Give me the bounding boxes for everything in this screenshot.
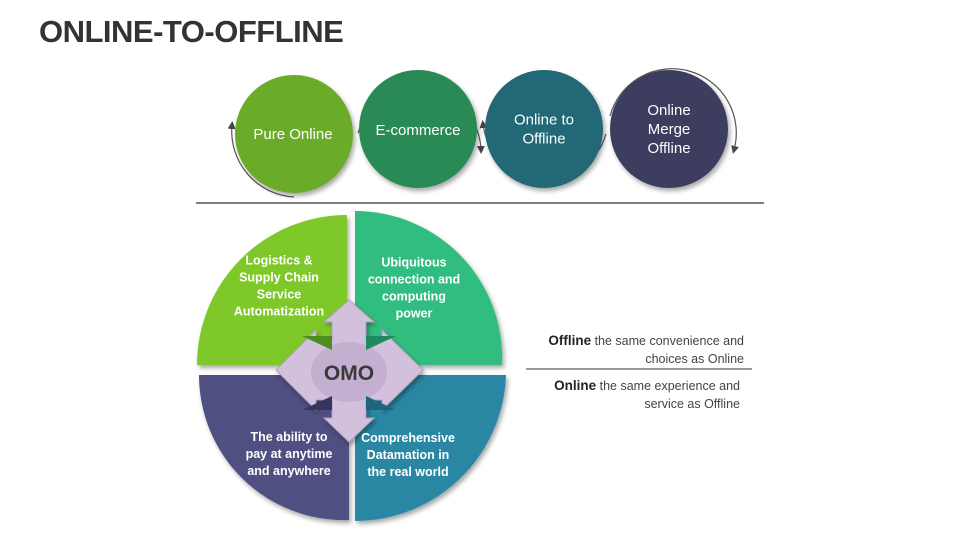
quadrant-bottom-right: [355, 375, 506, 522]
stage-circle-4: [610, 70, 728, 188]
corner-arrows: [302, 336, 396, 410]
stage-circle-2: [359, 70, 477, 188]
quadrant-label-bottom-left-line: The ability to: [250, 430, 327, 444]
stage-label-4-line: Offline: [647, 140, 690, 157]
stage-circle-3: [485, 70, 603, 188]
quadrant-label-bottom-right-line: the real world: [367, 465, 448, 479]
stage-label-2-line: E-commerce: [375, 122, 460, 139]
quadrant-label-bottom-left-line: and anywhere: [247, 464, 330, 478]
quadrant-label-top-right-line: computing: [382, 290, 446, 304]
quadrant-bottom-left: [198, 375, 349, 521]
stage-label-3: Online to Offline: [514, 112, 574, 148]
stage-label-2: E-commerce: [375, 122, 460, 139]
note-online-bold: Online: [554, 378, 597, 393]
note-online: Online the same experience and service a…: [480, 377, 740, 413]
quadrant-label-top-right-line: Ubiquitous: [381, 256, 446, 270]
note-offline-text: the same convenience and: [591, 334, 744, 348]
arc-stage-1: [227, 121, 295, 198]
quadrant-label-top-left-line: Service: [257, 288, 302, 302]
note-offline-bold: Offline: [548, 333, 592, 348]
quadrant-label-top-right-line: power: [396, 307, 433, 321]
arrow-bottom-left: [302, 396, 332, 410]
arc-stage-4: [609, 68, 739, 154]
quadrant-label-bottom-left: The ability to pay at anytime and anywhere: [246, 430, 333, 478]
stage-label-3-line: Online to: [514, 112, 574, 129]
quadrant-label-top-left-line: Logistics &: [245, 254, 312, 268]
quadrant-label-bottom-left-line: pay at anytime: [246, 447, 333, 461]
note-offline: Offline the same convenience and choices…: [484, 332, 744, 368]
stage-label-1-line: Pure Online: [253, 126, 332, 143]
quadrant-label-top-right-line: connection and: [368, 273, 460, 287]
note-offline-text-2: choices as Online: [645, 352, 744, 366]
hub-center: [311, 342, 387, 402]
stage-label-1: Pure Online: [253, 126, 332, 143]
arrow-top-right: [366, 336, 396, 350]
arrow-top-left: [302, 336, 332, 350]
hub-label: OMO: [324, 362, 374, 385]
note-online-text: the same experience and: [596, 379, 740, 393]
page-title: ONLINE-TO-OFFLINE: [39, 14, 344, 49]
arrow-bottom-right: [366, 396, 396, 410]
stage-circle-1: [235, 75, 353, 193]
quadrant-label-bottom-right-line: Comprehensive: [361, 431, 455, 445]
quadrant-label-bottom-right-line: Datamation in: [367, 448, 450, 462]
quadrant-label-top-right: Ubiquitous connection and computing power: [368, 256, 460, 321]
quadrant-top-left: [197, 215, 347, 365]
quadrant-top-right: [355, 210, 503, 365]
stage-label-4-line: Merge: [648, 121, 691, 138]
stage-circles: [235, 70, 728, 193]
quadrant-pie: [197, 210, 506, 522]
stage-label-4-line: Online: [647, 102, 690, 119]
quadrant-label-top-left-line: Supply Chain: [239, 271, 319, 285]
note-online-text-2: service as Offline: [644, 397, 740, 411]
quadrant-label-top-left-line: Automatization: [234, 305, 324, 319]
stage-label-3-line: Offline: [522, 131, 565, 148]
